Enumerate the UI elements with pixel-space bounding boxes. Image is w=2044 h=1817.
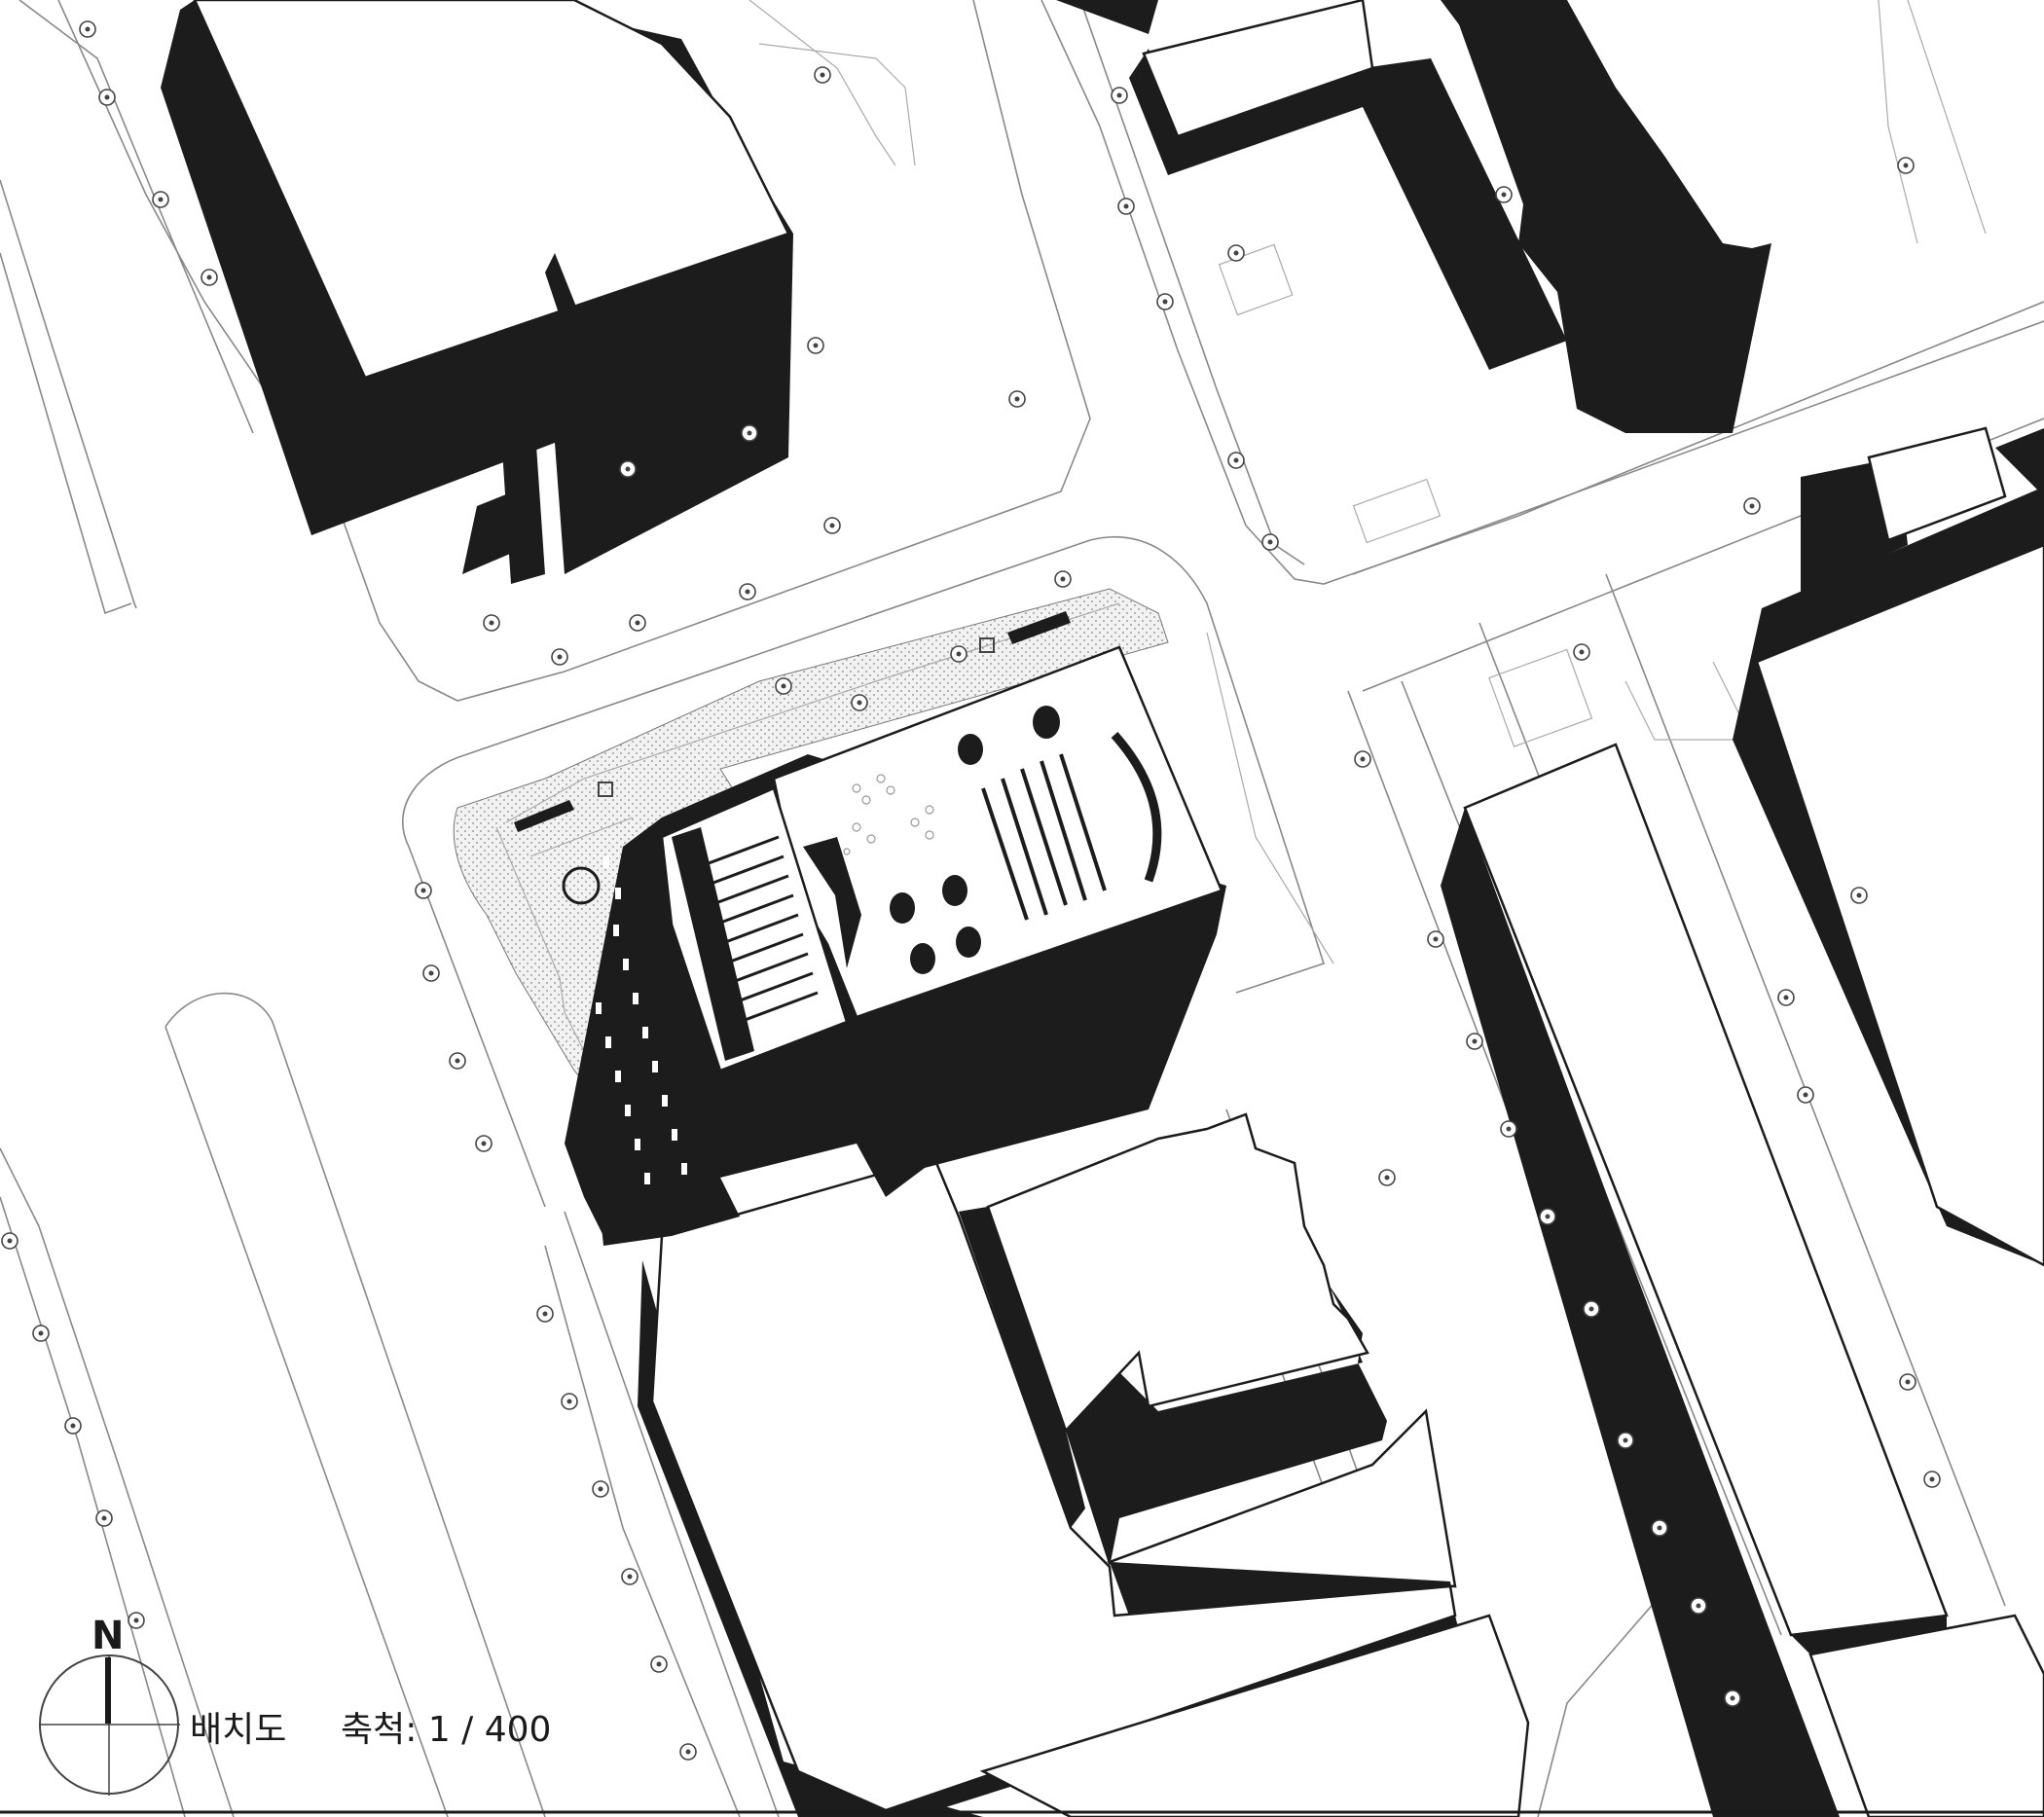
scale-value: 1 / 400 [427,1710,552,1750]
project-building [401,535,1334,1246]
north-arrow-icon [39,1654,180,1796]
north-label: N [91,1614,125,1658]
neighbor-buildings [161,0,2044,1817]
scale-separator: : [405,1710,428,1750]
scale-caption: 축척: 1 / 400 [341,1701,551,1752]
scale-label: 축척 [341,1710,406,1750]
drawing-title: 배치도 [190,1710,287,1750]
